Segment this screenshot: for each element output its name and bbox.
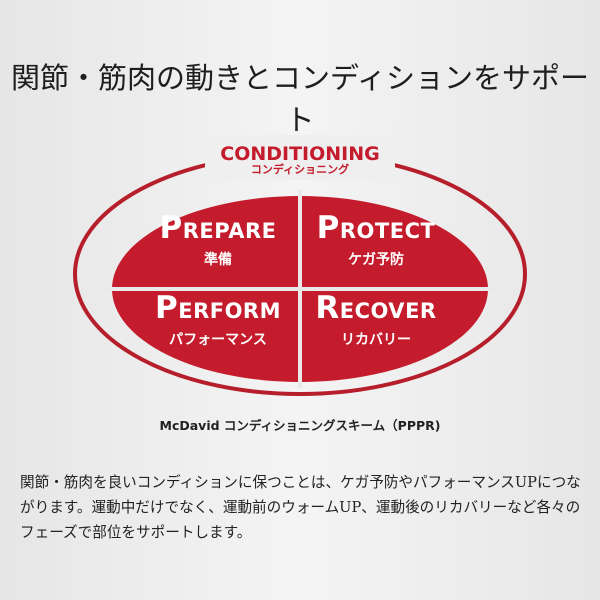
quadrant-prepare-label: PREPARE — [159, 210, 277, 246]
description-text: 関節・筋肉を良いコンディションに保つことは、ケガ予防やパフォーマンスUPにつなが… — [20, 474, 581, 541]
quadrant-recover-label: RECOVER — [315, 290, 437, 326]
quadrant-protect-ja: ケガ予防 — [348, 252, 404, 268]
quadrant-protect-label: PROTECT — [316, 210, 436, 246]
diagram-caption: McDavid コンディショニングスキーム（PPPR) — [159, 418, 441, 433]
quadrant-perform: PERFORM パフォーマンス — [128, 293, 308, 349]
quadrant-prepare-ja: 準備 — [204, 252, 232, 268]
diagram-title-ja: コンディショニング — [251, 162, 349, 176]
headline: 関節・筋肉の動きとコンディションをサポート — [11, 61, 589, 137]
quadrant-perform-label: PERFORM — [154, 290, 281, 326]
quadrant-recover-ja: リカバリー — [341, 332, 411, 348]
title-backdrop — [205, 135, 395, 180]
quadrant-prepare: PREPARE 準備 — [128, 213, 308, 269]
quadrant-recover: RECOVER リカバリー — [286, 293, 466, 349]
diagram-title-en: CONDITIONING — [220, 143, 380, 165]
quadrant-protect: PROTECT ケガ予防 — [286, 213, 466, 269]
quadrant-perform-ja: パフォーマンス — [169, 332, 267, 348]
